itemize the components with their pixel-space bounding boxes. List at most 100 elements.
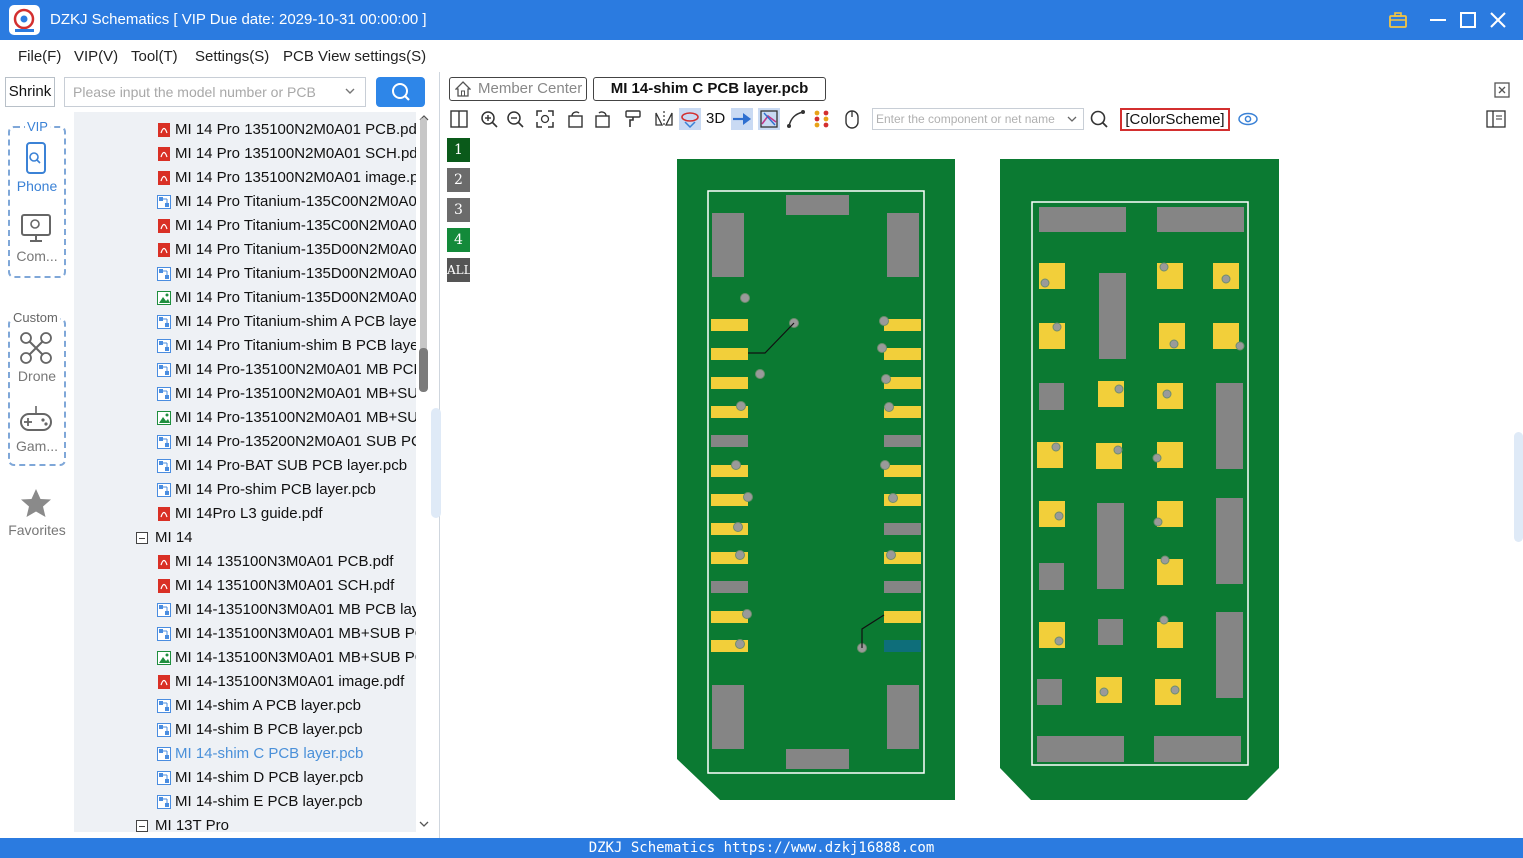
tree-file-item[interactable]: MI 14 Pro Titanium-135D00N2M0A01	[74, 262, 416, 286]
tree-group[interactable]: MI 14	[74, 526, 416, 550]
phone-icon[interactable]	[18, 140, 54, 176]
pin-arrow-icon[interactable]	[731, 108, 753, 130]
via	[1040, 278, 1050, 288]
drone-icon[interactable]	[18, 330, 54, 366]
zoom-in-icon[interactable]	[478, 108, 500, 130]
tree-file-item[interactable]: MI 14 Pro Titanium-135C00N2M0A01	[74, 214, 416, 238]
tree-group[interactable]: MI 13T Pro	[74, 814, 416, 832]
tree-file-item[interactable]: MI 14 Pro Titanium-135C00N2M0A01	[74, 190, 416, 214]
view-3d-button[interactable]: 3D	[706, 110, 726, 127]
rotate-right-icon[interactable]	[591, 108, 613, 130]
net-highlight-icon[interactable]	[758, 108, 780, 130]
search-icon[interactable]	[1088, 108, 1110, 130]
category-favorites[interactable]: Favorites	[8, 522, 66, 538]
layer-1-button[interactable]: 1	[447, 138, 470, 162]
tree-file-item[interactable]: MI 14 Pro Titanium-135D00N2M0A01	[74, 238, 416, 262]
panel-collapse-handle[interactable]	[431, 408, 441, 518]
tree-file-item[interactable]: MI 14 Pro 135100N2M0A01 image.pdf	[74, 166, 416, 190]
category-phone[interactable]: Phone	[16, 178, 58, 194]
gamepad-icon[interactable]	[18, 402, 54, 438]
tree-scrollbar[interactable]	[416, 112, 432, 834]
collapse-icon[interactable]	[136, 532, 148, 544]
computer-icon[interactable]	[18, 210, 54, 246]
star-icon[interactable]	[18, 486, 54, 522]
tree-file-item[interactable]: MI 14-shim A PCB layer.pcb	[74, 694, 416, 718]
tree-file-item[interactable]: MI 14 135100N3M0A01 PCB.pdf	[74, 550, 416, 574]
eye-icon[interactable]	[1237, 108, 1259, 130]
tree-file-item[interactable]: MI 14 Pro-shim PCB layer.pcb	[74, 478, 416, 502]
tree-file-item[interactable]: MI 14-shim E PCB layer.pcb	[74, 790, 416, 814]
tab-member-center[interactable]: Member Center	[449, 77, 587, 101]
tab-active-pcb[interactable]: MI 14-shim C PCB layer.pcb	[593, 77, 826, 101]
pcb-canvas[interactable]	[475, 138, 1523, 838]
maximize-icon[interactable]	[1457, 9, 1479, 31]
menu-vip[interactable]: VIP(V)	[74, 48, 119, 65]
tree-file-item[interactable]: MI 14 Pro-135100N2M0A01 MB+SUB	[74, 406, 416, 430]
title-bar: DZKJ Schematics [ VIP Due date: 2029-10-…	[0, 0, 1523, 40]
fit-view-icon[interactable]	[534, 108, 556, 130]
menu-settings[interactable]: Settings(S)	[195, 48, 270, 65]
paint-roller-icon[interactable]	[622, 108, 644, 130]
tree-file-item[interactable]: MI 14-135100N3M0A01 image.pdf	[74, 670, 416, 694]
right-panel-handle[interactable]	[1514, 432, 1523, 542]
trace	[748, 322, 795, 354]
tree-file-item[interactable]: MI 14-shim B PCB layer.pcb	[74, 718, 416, 742]
tree-file-item[interactable]: MI 14-135100N3M0A01 MB PCB layer.pcb	[74, 598, 416, 622]
zoom-out-icon[interactable]	[504, 108, 526, 130]
gray-pad	[1037, 679, 1062, 705]
component-search-input[interactable]: Enter the component or net name	[872, 108, 1084, 130]
tree-file-label: MI 14 Pro Titanium-135D00N2M0A01	[175, 241, 416, 258]
menu-tool[interactable]: Tool(T)	[131, 48, 178, 65]
flip-board-icon[interactable]	[679, 108, 701, 130]
mirror-icon[interactable]	[653, 108, 675, 130]
layer-4-button[interactable]: 4	[447, 228, 470, 252]
layer-3-button[interactable]: 3	[447, 198, 470, 222]
model-search-input[interactable]: Please input the model number or PCB	[64, 77, 366, 107]
layer-all-button[interactable]: ALL	[447, 258, 472, 282]
tree-file-item[interactable]: MI 14-shim C PCB layer.pcb	[74, 742, 416, 766]
layer-2-button[interactable]: 2	[447, 168, 470, 192]
via	[1169, 339, 1179, 349]
minimize-icon[interactable]	[1427, 9, 1449, 31]
mouse-icon[interactable]	[841, 108, 863, 130]
via	[879, 316, 889, 326]
tree-file-item[interactable]: MI 14 Pro-135100N2M0A01 MB PCB	[74, 358, 416, 382]
scrollbar-thumb[interactable]	[419, 348, 428, 392]
tree-file-item[interactable]: MI 14 Pro-135100N2M0A01 MB+SUB	[74, 382, 416, 406]
menu-file[interactable]: File(F)	[18, 48, 62, 65]
side-panel-icon[interactable]	[1485, 108, 1507, 130]
tree-file-item[interactable]: MI 14-shim D PCB layer.pcb	[74, 766, 416, 790]
trace-tool-icon[interactable]	[785, 108, 807, 130]
tree-file-item[interactable]: MI 14 Pro Titanium-shim A PCB layer.pcb	[74, 310, 416, 334]
split-view-icon[interactable]	[448, 108, 470, 130]
color-scheme-button[interactable]: [ColorScheme]	[1120, 108, 1230, 131]
close-icon[interactable]	[1487, 9, 1509, 31]
tree-file-item[interactable]: MI 14 Pro-BAT SUB PCB layer.pcb	[74, 454, 416, 478]
close-tabs-icon[interactable]	[1493, 81, 1511, 99]
tree-file-item[interactable]: MI 14 Pro-135200N2M0A01 SUB PCB	[74, 430, 416, 454]
tree-file-item[interactable]: MI 14Pro L3 guide.pdf	[74, 502, 416, 526]
pin-dots-icon[interactable]	[811, 108, 833, 130]
category-game[interactable]: Gam...	[15, 438, 58, 454]
tree-file-item[interactable]: MI 14 135100N3M0A01 SCH.pdf	[74, 574, 416, 598]
tree-file-item[interactable]: MI 14-135100N3M0A01 MB+SUB PCB	[74, 646, 416, 670]
shrink-button[interactable]: Shrink	[5, 77, 55, 107]
tree-file-label: MI 14 Pro-BAT SUB PCB layer.pcb	[175, 457, 408, 474]
category-drone[interactable]: Drone	[17, 368, 57, 384]
category-computer[interactable]: Com...	[16, 248, 58, 264]
smd-pad	[711, 494, 748, 506]
tree-file-item[interactable]: MI 14 Pro Titanium-135D00N2M0A01	[74, 286, 416, 310]
tree-file-item[interactable]: MI 14 Pro 135100N2M0A01 PCB.pdf	[74, 118, 416, 142]
chevron-down-icon[interactable]	[1067, 115, 1077, 123]
search-button[interactable]	[376, 77, 425, 107]
tree-file-label: MI 14 Pro Titanium-135C00N2M0A01	[175, 193, 416, 210]
menu-pcb-view-settings[interactable]: PCB View settings(S)	[283, 48, 427, 65]
chevron-down-icon[interactable]	[345, 86, 355, 96]
tree-file-item[interactable]: MI 14-135100N3M0A01 MB+SUB PCB	[74, 622, 416, 646]
briefcase-icon[interactable]	[1387, 9, 1409, 31]
rotate-left-icon[interactable]	[565, 108, 587, 130]
scroll-down-icon[interactable]	[419, 820, 429, 828]
tree-file-item[interactable]: MI 14 Pro Titanium-shim B PCB layer.pcb	[74, 334, 416, 358]
tree-file-item[interactable]: MI 14 Pro 135100N2M0A01 SCH.pdf	[74, 142, 416, 166]
collapse-icon[interactable]	[136, 820, 148, 832]
